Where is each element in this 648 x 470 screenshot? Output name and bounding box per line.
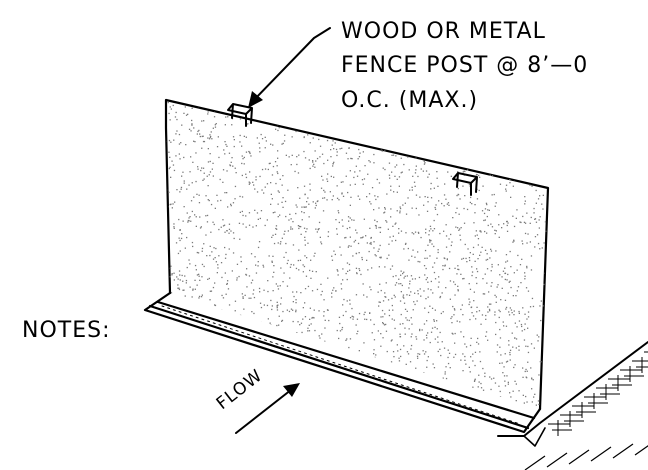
callout-leader-arrow (248, 27, 331, 108)
callout-line-3: O.C. (MAX.) (341, 88, 478, 113)
ground-slope (497, 341, 648, 470)
notes-label: NOTES: (22, 318, 111, 343)
callout-line-2: FENCE POST @ 8’—0 (341, 53, 588, 78)
flow-arrow-icon (283, 383, 300, 397)
flow-label: FLOW (213, 366, 267, 414)
fence-post-left (227, 103, 253, 127)
flow-direction-indicator: FLOW (213, 366, 300, 434)
fabric-toe-trench (143, 291, 542, 434)
fence-post-callout: WOOD OR METAL FENCE POST @ 8’—0 O.C. (MA… (341, 19, 588, 113)
callout-line-1: WOOD OR METAL (341, 19, 546, 44)
ground-hatch-pattern (524, 351, 648, 470)
fence-post-right (452, 172, 478, 196)
